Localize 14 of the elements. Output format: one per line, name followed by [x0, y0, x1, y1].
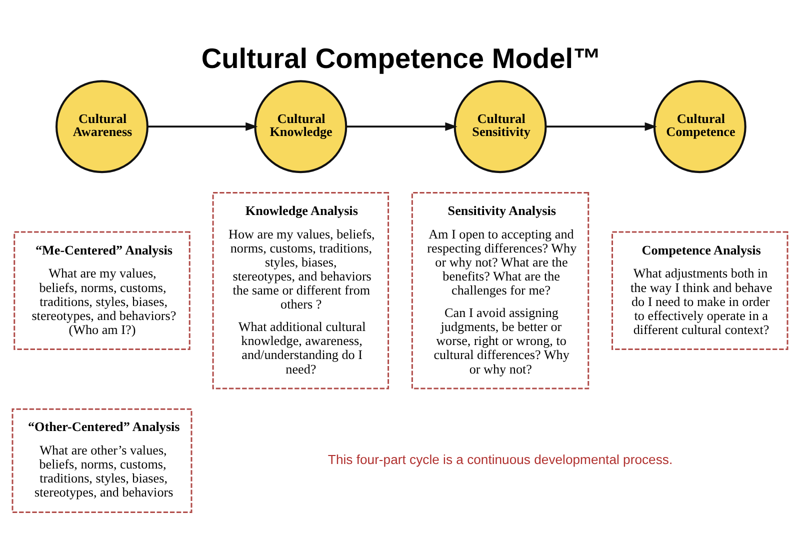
arrow [346, 122, 458, 131]
node-box: Sensitivity Analysis Am I open to accepting and respecting differences? Why or why not? What are the benefits? What are the challenges for me? Can I avoid assigning judgments, be better or worse, right or wrong, to cultural differences? Why or why not? [411, 192, 590, 390]
node-box: Competence Analysis What adjustments both in the way I think and behave do I need to make in order to effectively operate in a different cultural context? [612, 231, 788, 350]
node-circle: Cultural Awareness [56, 80, 148, 174]
node-box: “Other-Centered” Analysis What are other’s values, beliefs, norms, customs, traditions, styles, biases, stereotypes, and behaviors [12, 408, 192, 513]
arrow [148, 122, 258, 131]
node-box: “Me-Centered” Analysis What are my values, beliefs, norms, customs, traditions, styles, biases, stereotypes, and behaviors? (Who am I?) [14, 231, 190, 350]
arrow [546, 122, 657, 131]
node-circle: Cultural Sensitivity [454, 80, 547, 174]
diagram-title: Cultural Competence Model™ [201, 43, 602, 74]
node-circle: Cultural Knowledge [254, 80, 348, 174]
label: This four-part cycle is a continuous developmental process. [328, 452, 673, 468]
node-box: Knowledge Analysis How are my values, beliefs, norms, customs, traditions, styles, biases, stereotypes, and behaviors the same or different from others ? What additional cultural knowledge, awareness, and/understanding do I need? [212, 192, 390, 390]
node-circle: Cultural Competence [653, 80, 746, 174]
